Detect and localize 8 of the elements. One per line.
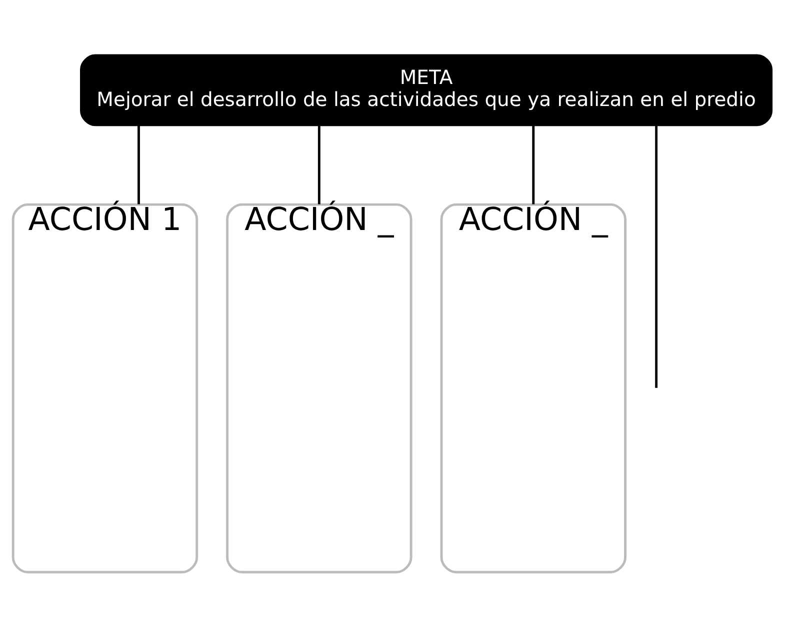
connector bbox=[532, 126, 535, 204]
node-box: META Mejorar el desarrollo de las actividades que ya realizan en el predio bbox=[80, 54, 773, 126]
node-box: ACCIÓN _ bbox=[440, 203, 626, 574]
node-box: ACCIÓN _ bbox=[226, 203, 412, 574]
connector bbox=[655, 126, 658, 388]
node-box: ACCIÓN 1 bbox=[12, 203, 198, 574]
connector bbox=[318, 126, 320, 204]
connector bbox=[138, 126, 140, 204]
